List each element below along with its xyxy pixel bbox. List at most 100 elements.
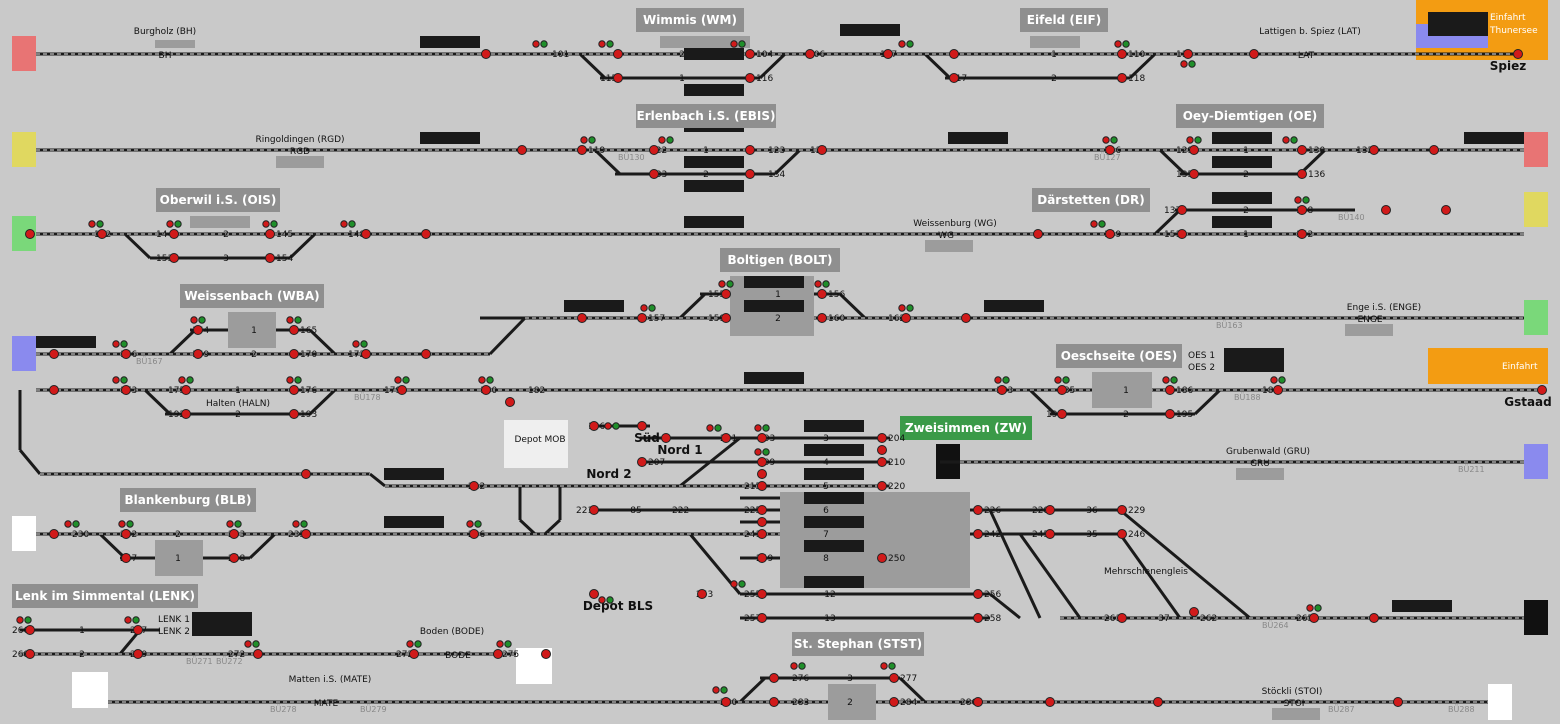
signal-stop-light[interactable] — [301, 469, 311, 479]
signal-stop-light[interactable] — [361, 229, 371, 239]
signal-stop-light[interactable] — [1297, 169, 1307, 179]
exit-panel-dr[interactable] — [1524, 192, 1548, 227]
einfahrt-gstaad-panel[interactable] — [1428, 348, 1548, 384]
signal-stop-light[interactable] — [613, 49, 623, 59]
signal-stop-light[interactable] — [1393, 697, 1403, 707]
signal-stop-light[interactable] — [181, 409, 191, 419]
signal-stop-light[interactable] — [49, 529, 59, 539]
signal-stop-light[interactable] — [1045, 697, 1055, 707]
signal-stop-light[interactable] — [949, 73, 959, 83]
signal-stop-light[interactable] — [745, 73, 755, 83]
signal-stop-light[interactable] — [169, 229, 179, 239]
signal-stop-light[interactable] — [1441, 205, 1451, 215]
signal-stop-light[interactable] — [613, 73, 623, 83]
signal-stop-light[interactable] — [589, 505, 599, 515]
signal-stop-light[interactable] — [229, 553, 239, 563]
signal-stop-light[interactable] — [1165, 409, 1175, 419]
signal-stop-light[interactable] — [181, 385, 191, 395]
signal-stop-light[interactable] — [1057, 409, 1067, 419]
signal-stop-light[interactable] — [505, 397, 515, 407]
signal-stop-light[interactable] — [961, 313, 971, 323]
exit-panel-enge[interactable] — [1524, 300, 1548, 335]
signal-stop-light[interactable] — [1177, 229, 1187, 239]
signal-stop-light[interactable] — [757, 457, 767, 467]
signal-stop-light[interactable] — [1177, 205, 1187, 215]
signal-stop-light[interactable] — [649, 169, 659, 179]
signal-stop-light[interactable] — [817, 313, 827, 323]
signal-stop-light[interactable] — [1381, 205, 1391, 215]
signal-stop-light[interactable] — [973, 505, 983, 515]
signal-stop-light[interactable] — [169, 253, 179, 263]
signal-stop-light[interactable] — [637, 457, 647, 467]
signal-stop-light[interactable] — [301, 529, 311, 539]
signal-stop-light[interactable] — [1273, 385, 1283, 395]
signal-stop-light[interactable] — [637, 421, 647, 431]
signal-stop-light[interactable] — [49, 349, 59, 359]
signal-stop-light[interactable] — [745, 145, 755, 155]
signal-stop-light[interactable] — [973, 529, 983, 539]
signal-stop-light[interactable] — [49, 385, 59, 395]
signal-stop-light[interactable] — [589, 421, 599, 431]
signal-stop-light[interactable] — [1369, 613, 1379, 623]
signal-stop-light[interactable] — [757, 433, 767, 443]
signal-stop-light[interactable] — [1537, 385, 1547, 395]
signal-stop-light[interactable] — [577, 145, 587, 155]
signal-stop-light[interactable] — [493, 649, 503, 659]
signal-stop-light[interactable] — [697, 589, 707, 599]
signal-stop-light[interactable] — [1189, 607, 1199, 617]
signal-stop-light[interactable] — [745, 169, 755, 179]
signal-stop-light[interactable] — [769, 697, 779, 707]
signal-stop-light[interactable] — [589, 589, 599, 599]
signal-stop-light[interactable] — [877, 553, 887, 563]
signal-stop-light[interactable] — [265, 229, 275, 239]
signal-stop-light[interactable] — [577, 313, 587, 323]
signal-stop-light[interactable] — [121, 553, 131, 563]
exit-panel-stoi[interactable] — [1524, 600, 1548, 635]
signal-stop-light[interactable] — [877, 481, 887, 491]
block-indicators[interactable] — [36, 12, 1524, 636]
signal-stop-light[interactable] — [769, 673, 779, 683]
signal-stop-light[interactable] — [1117, 49, 1127, 59]
signal-stop-light[interactable] — [1165, 385, 1175, 395]
signal-stop-light[interactable] — [1117, 505, 1127, 515]
signal-stop-light[interactable] — [1297, 145, 1307, 155]
signal-stop-light[interactable] — [757, 505, 767, 515]
signal-stop-light[interactable] — [409, 649, 419, 659]
signal-stop-light[interactable] — [805, 49, 815, 59]
signal-stop-light[interactable] — [97, 229, 107, 239]
signal-stop-light[interactable] — [889, 697, 899, 707]
signal-stop-light[interactable] — [1117, 529, 1127, 539]
exit-panel-oe[interactable] — [1524, 132, 1548, 167]
signal-stop-light[interactable] — [889, 673, 899, 683]
signal-stop-light[interactable] — [757, 553, 767, 563]
signal-stop-light[interactable] — [721, 313, 731, 323]
signal-stop-light[interactable] — [649, 145, 659, 155]
signal-stop-light[interactable] — [265, 253, 275, 263]
signal-stop-light[interactable] — [973, 589, 983, 599]
signal-stop-light[interactable] — [1117, 613, 1127, 623]
signal-stop-light[interactable] — [1369, 145, 1379, 155]
signal-stop-light[interactable] — [1105, 229, 1115, 239]
signal-stop-light[interactable] — [517, 145, 527, 155]
signal-stop-light[interactable] — [757, 529, 767, 539]
signal-stop-light[interactable] — [757, 589, 767, 599]
signal-stop-light[interactable] — [1297, 205, 1307, 215]
signal-stop-light[interactable] — [193, 325, 203, 335]
signal-stop-light[interactable] — [193, 349, 203, 359]
signal-stop-light[interactable] — [121, 529, 131, 539]
signal-stop-light[interactable] — [397, 385, 407, 395]
signal-stop-light[interactable] — [757, 517, 767, 527]
signal-stop-light[interactable] — [229, 529, 239, 539]
signal-stop-light[interactable] — [1429, 145, 1439, 155]
signal-stop-light[interactable] — [289, 349, 299, 359]
signal-stop-light[interactable] — [757, 481, 767, 491]
signal-stop-light[interactable] — [481, 49, 491, 59]
signal-stop-light[interactable] — [361, 349, 371, 359]
signal-stop-light[interactable] — [133, 649, 143, 659]
signal-stop-light[interactable] — [757, 613, 767, 623]
entry-panel-blb[interactable] — [12, 516, 36, 551]
signal-stop-light[interactable] — [1105, 145, 1115, 155]
signal-stop-light[interactable] — [1183, 49, 1193, 59]
signal-stop-light[interactable] — [25, 649, 35, 659]
signal-stop-light[interactable] — [469, 481, 479, 491]
